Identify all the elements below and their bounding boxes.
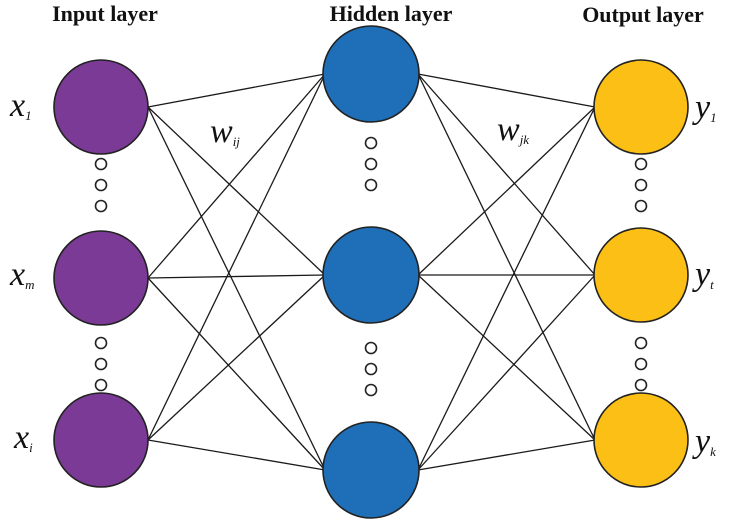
- hidden-output-connections: [417, 73, 596, 471]
- hidden-layer-title: Hidden layer: [330, 1, 453, 26]
- output-node-1: [593, 59, 689, 155]
- input-label-i: xi: [13, 419, 33, 456]
- hidden-node-3: [322, 421, 420, 519]
- input-layer-title: Input layer: [52, 1, 158, 26]
- hidden-node-2: [322, 226, 420, 324]
- input-node-1: [53, 59, 149, 155]
- output-ellipsis-bottom: [634, 336, 648, 392]
- hidden-ellipsis-top: [364, 136, 378, 192]
- input-ellipsis-top: [94, 157, 108, 213]
- input-label-m: xm: [9, 256, 34, 293]
- output-label-t: yt: [692, 256, 714, 293]
- hidden-ellipsis-bottom: [364, 341, 378, 397]
- input-ellipsis-bottom: [94, 336, 108, 392]
- weight-label-ij: wij: [210, 113, 240, 150]
- output-label-1: y1: [692, 89, 717, 126]
- output-layer-nodes: [593, 59, 689, 488]
- output-label-k: yk: [692, 423, 716, 460]
- input-hidden-connections: [147, 73, 326, 471]
- output-layer-title: Output layer: [582, 2, 704, 27]
- input-layer-nodes: [53, 59, 149, 488]
- output-node-k: [593, 392, 689, 488]
- weight-label-jk: wjk: [497, 111, 529, 148]
- output-node-t: [593, 227, 689, 323]
- hidden-node-1: [322, 25, 420, 123]
- input-node-m: [53, 230, 149, 326]
- input-label-1: x1: [9, 87, 32, 124]
- input-node-i: [53, 392, 149, 488]
- output-ellipsis-top: [634, 157, 648, 213]
- hidden-layer-nodes: [322, 25, 420, 519]
